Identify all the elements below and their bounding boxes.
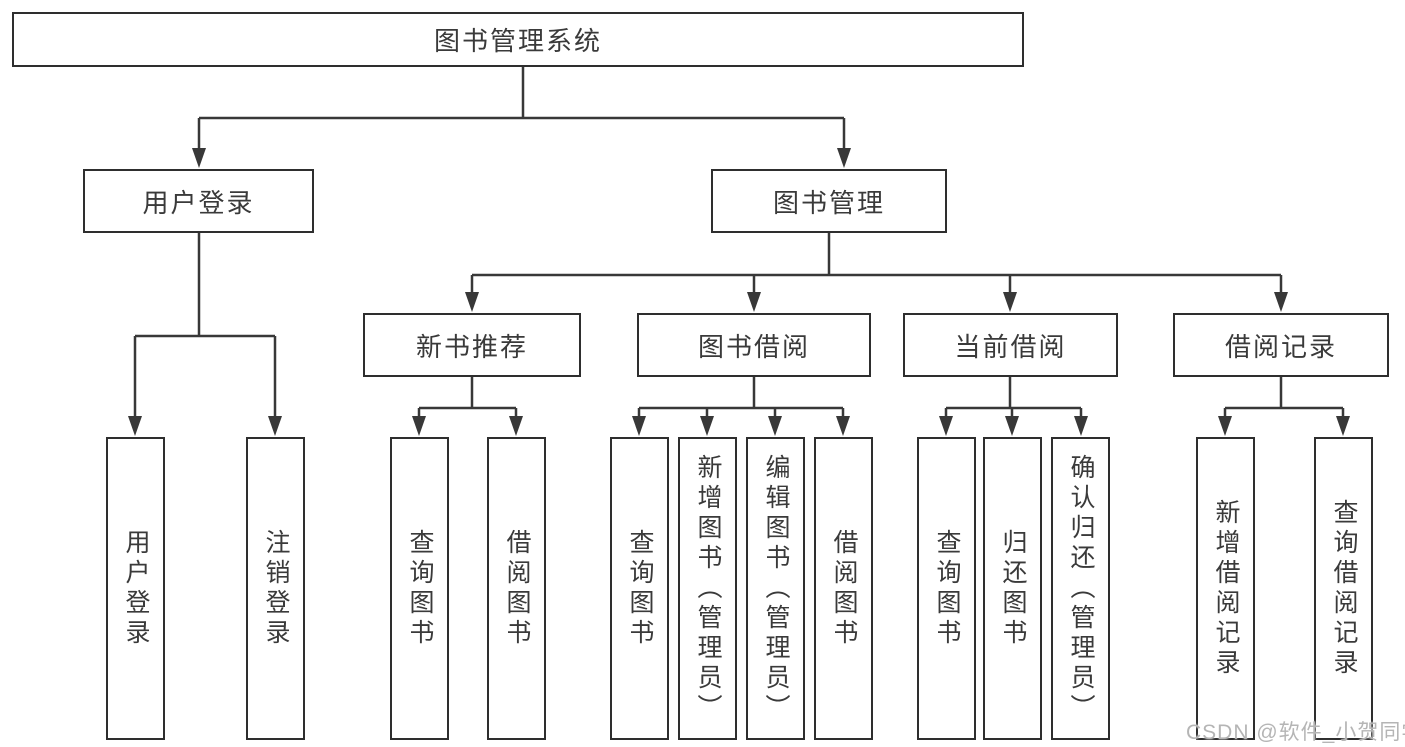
leaf-query-books-current-label: 查询图书 [933, 528, 961, 649]
leaf-add-book-admin-label: 新增图书（管理员） [694, 453, 722, 724]
leaf-query-books-current: 查询图书 [917, 437, 976, 740]
leaf-borrow-books-recommend: 借阅图书 [487, 437, 546, 740]
leaf-return-book-label: 归还图书 [999, 528, 1027, 649]
node-book-management-label: 图书管理 [772, 187, 885, 218]
node-current-borrow: 当前借阅 [903, 313, 1118, 377]
leaf-logout-login-label: 注销登录 [262, 528, 290, 649]
node-new-book-recommend-label: 新书推荐 [415, 331, 528, 362]
leaf-edit-book-admin: 编辑图书（管理员） [746, 437, 805, 740]
leaf-borrow-books-label: 借阅图书 [830, 528, 858, 649]
node-current-borrow-label: 当前借阅 [954, 331, 1067, 362]
leaf-return-book: 归还图书 [983, 437, 1042, 740]
leaf-query-books-borrow: 查询图书 [610, 437, 669, 740]
node-borrow-records-label: 借阅记录 [1224, 331, 1337, 362]
leaf-add-book-admin: 新增图书（管理员） [678, 437, 737, 740]
leaf-add-borrow-record-label: 新增借阅记录 [1212, 498, 1240, 679]
leaf-user-login: 用户登录 [106, 437, 165, 740]
node-root-system-label: 图书管理系统 [433, 26, 602, 56]
leaf-confirm-return-admin: 确认归还（管理员） [1051, 437, 1110, 740]
leaf-query-books-recommend-label: 查询图书 [406, 528, 434, 649]
leaf-borrow-books: 借阅图书 [814, 437, 873, 740]
leaf-add-borrow-record: 新增借阅记录 [1196, 437, 1255, 740]
leaf-query-books-recommend: 查询图书 [390, 437, 449, 740]
node-book-management: 图书管理 [711, 169, 947, 233]
leaf-logout-login: 注销登录 [246, 437, 305, 740]
node-user-login-label: 用户登录 [142, 187, 255, 218]
arrow-heads [128, 148, 1350, 436]
leaf-query-books-borrow-label: 查询图书 [626, 528, 654, 649]
node-book-borrow: 图书借阅 [637, 313, 871, 377]
leaf-user-login-label: 用户登录 [122, 528, 150, 649]
leaf-confirm-return-admin-label: 确认归还（管理员） [1067, 453, 1095, 724]
tree-branch-lines [133, 67, 1345, 420]
leaf-query-borrow-record-label: 查询借阅记录 [1330, 498, 1358, 679]
node-new-book-recommend: 新书推荐 [363, 313, 581, 377]
watermark: CSDN @软件_小贺同学 [1186, 721, 1405, 744]
leaf-edit-book-admin-label: 编辑图书（管理员） [762, 453, 790, 724]
node-book-borrow-label: 图书借阅 [697, 331, 810, 362]
node-user-login: 用户登录 [83, 169, 314, 233]
leaf-query-borrow-record: 查询借阅记录 [1314, 437, 1373, 740]
leaf-borrow-books-recommend-label: 借阅图书 [503, 528, 531, 649]
node-borrow-records: 借阅记录 [1173, 313, 1389, 377]
node-root-system: 图书管理系统 [12, 12, 1024, 67]
